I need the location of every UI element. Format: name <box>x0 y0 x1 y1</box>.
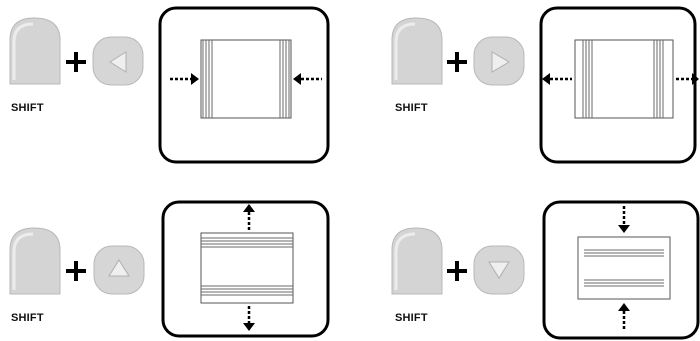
arrow-down-inward-icon <box>618 206 630 233</box>
shift-right-illustration <box>391 6 699 164</box>
panel-shift-left: SHIFT <box>0 0 350 170</box>
arrow-up-inward-icon <box>618 303 630 330</box>
shift-key-icon <box>391 227 443 295</box>
arrow-up-outward-icon <box>243 204 255 230</box>
shift-key-icon <box>391 17 443 85</box>
arrow-right-inward-icon <box>170 73 199 85</box>
shift-key-icon <box>9 17 61 85</box>
panel-shift-up: SHIFT <box>0 170 350 340</box>
plus-icon <box>66 52 86 72</box>
shift-up-illustration <box>9 200 330 338</box>
arrow-right-outward-icon <box>676 73 699 85</box>
shift-key-label: SHIFT <box>395 102 428 114</box>
panel-shift-down: SHIFT <box>350 170 700 340</box>
shift-key-label: SHIFT <box>11 312 44 324</box>
plus-icon <box>447 261 467 281</box>
screen-image <box>574 39 674 119</box>
arrow-left-inward-icon <box>293 73 322 85</box>
arrow-down-outward-icon <box>243 306 255 331</box>
shift-down-illustration <box>391 200 700 340</box>
screen-image <box>200 232 294 304</box>
plus-icon <box>66 261 86 281</box>
shift-key-label: SHIFT <box>395 312 428 324</box>
plus-icon <box>447 52 467 72</box>
shift-left-illustration <box>9 6 330 164</box>
screen-image <box>577 236 671 300</box>
panel-shift-right: SHIFT <box>350 0 700 170</box>
arrow-left-outward-icon <box>542 73 572 85</box>
shift-key-label: SHIFT <box>11 102 44 114</box>
shift-key-icon <box>9 227 61 295</box>
screen-image <box>200 39 292 119</box>
